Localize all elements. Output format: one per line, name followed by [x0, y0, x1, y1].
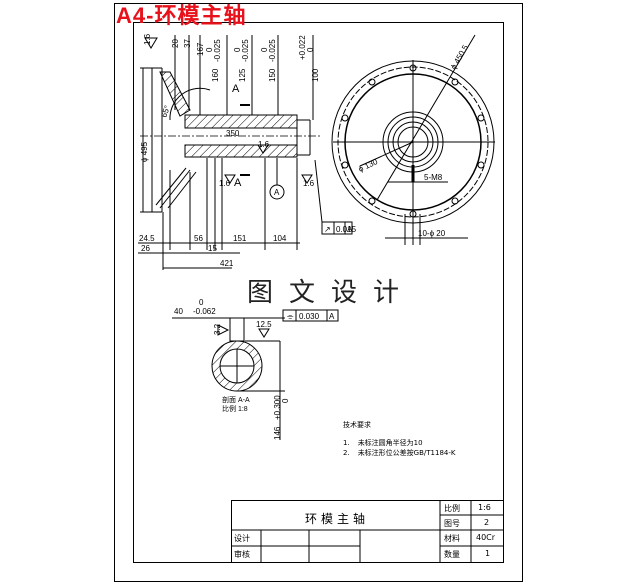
svg-text:40: 40 — [174, 307, 183, 316]
svg-text:100: 100 — [311, 68, 320, 82]
title-block — [231, 500, 504, 563]
drawing-header-title: A4-环模主轴 — [116, 3, 247, 28]
svg-text:比例 1:8: 比例 1:8 — [222, 404, 248, 413]
quantity-label: 数量 — [444, 550, 460, 559]
note-text: 未标注形位公差按GB/T1184-K — [357, 449, 456, 457]
svg-text:15: 15 — [208, 244, 217, 253]
svg-text:151: 151 — [233, 234, 247, 243]
svg-text:37: 37 — [183, 39, 192, 48]
svg-text:26: 26 — [141, 244, 150, 253]
note-number: 2. — [343, 449, 350, 457]
main-view-labels: 1.6 20 37 167 160 125 150 100 0 -0.025 0… — [139, 33, 357, 268]
svg-text:3.2: 3.2 — [213, 323, 222, 335]
svg-text:A: A — [232, 83, 240, 95]
svg-text:0.015: 0.015 — [336, 225, 357, 234]
svg-text:↗: ↗ — [324, 225, 331, 234]
outer-border — [114, 3, 523, 582]
svg-text:167: 167 — [196, 42, 205, 56]
svg-text:-0.062: -0.062 — [193, 307, 216, 316]
svg-text:+0.300: +0.300 — [273, 395, 282, 420]
svg-text:0.030: 0.030 — [299, 312, 320, 321]
svg-text:剖面 A-A: 剖面 A-A — [222, 395, 250, 404]
svg-text:-0.025: -0.025 — [268, 39, 277, 62]
svg-text:-0.025: -0.025 — [241, 39, 250, 62]
svg-text:⌯: ⌯ — [287, 312, 294, 321]
svg-text:20: 20 — [171, 39, 180, 48]
material-label: 材料 — [444, 534, 460, 543]
svg-text:1.6: 1.6 — [219, 179, 231, 188]
section-view — [172, 309, 339, 440]
svg-text:5-M8: 5-M8 — [424, 173, 443, 182]
svg-text:-0.025: -0.025 — [213, 39, 222, 62]
svg-text:146: 146 — [273, 426, 282, 440]
scale-label: 比例 — [444, 504, 460, 513]
drawing-no-label: 图号 — [444, 519, 460, 528]
svg-text:0: 0 — [260, 47, 269, 52]
svg-text:421: 421 — [220, 259, 234, 268]
quantity-value: 1 — [485, 549, 491, 558]
svg-text:104: 104 — [273, 234, 287, 243]
note-number: 1. — [343, 439, 350, 447]
svg-text:56: 56 — [194, 234, 203, 243]
svg-text:A: A — [347, 225, 353, 234]
svg-text:A: A — [234, 177, 242, 189]
svg-text:160: 160 — [211, 68, 220, 82]
part-name: 环模主轴 — [305, 512, 370, 526]
note-text: 未标注圆角半径为10 — [357, 439, 423, 447]
svg-text:0: 0 — [306, 47, 315, 52]
watermark-text: 图文设计 — [247, 278, 416, 308]
reviewer-label: 审核 — [234, 550, 250, 559]
designer-label: 设计 — [234, 534, 250, 543]
material-value: 40Cr — [476, 533, 496, 542]
technical-requirements: 技术要求 1. 未标注圆角半径为10 2. 未标注形位公差按GB/T1184-K — [343, 420, 455, 458]
svg-text:ϕ 450.5: ϕ 450.5 — [449, 43, 470, 71]
end-view — [331, 34, 495, 245]
svg-text:24.5: 24.5 — [139, 234, 155, 243]
drawing-no-value: 2 — [484, 518, 490, 527]
notes-heading: 技术要求 — [343, 421, 371, 429]
svg-text:150: 150 — [268, 68, 277, 82]
svg-text:A: A — [274, 188, 280, 197]
main-view — [138, 35, 353, 270]
svg-text:125: 125 — [238, 68, 247, 82]
svg-text:0: 0 — [281, 398, 290, 403]
svg-text:0: 0 — [233, 47, 242, 52]
svg-text:10-ϕ 20: 10-ϕ 20 — [418, 229, 446, 238]
svg-text:1.6: 1.6 — [303, 179, 315, 188]
svg-text:1.6: 1.6 — [258, 140, 270, 149]
section-view-labels: 40 0 -0.062 3.2 12.5 ⌯ 0.030 A +0.300 0 … — [174, 298, 335, 440]
svg-text:ϕ 130: ϕ 130 — [357, 157, 379, 174]
svg-text:+0.022: +0.022 — [298, 35, 307, 60]
note-item: 2. 未标注形位公差按GB/T1184-K — [343, 448, 455, 458]
svg-text:65°: 65° — [159, 104, 172, 118]
svg-text:0: 0 — [205, 47, 214, 52]
svg-text:1.6: 1.6 — [143, 33, 152, 45]
svg-text:12.5: 12.5 — [256, 320, 272, 329]
svg-text:ϕ 495: ϕ 495 — [140, 141, 149, 162]
svg-text:A: A — [329, 312, 335, 321]
scale-value: 1:6 — [478, 503, 491, 512]
svg-text:0: 0 — [199, 298, 204, 307]
note-item: 1. 未标注圆角半径为10 — [343, 438, 455, 448]
svg-text:350: 350 — [226, 129, 240, 138]
